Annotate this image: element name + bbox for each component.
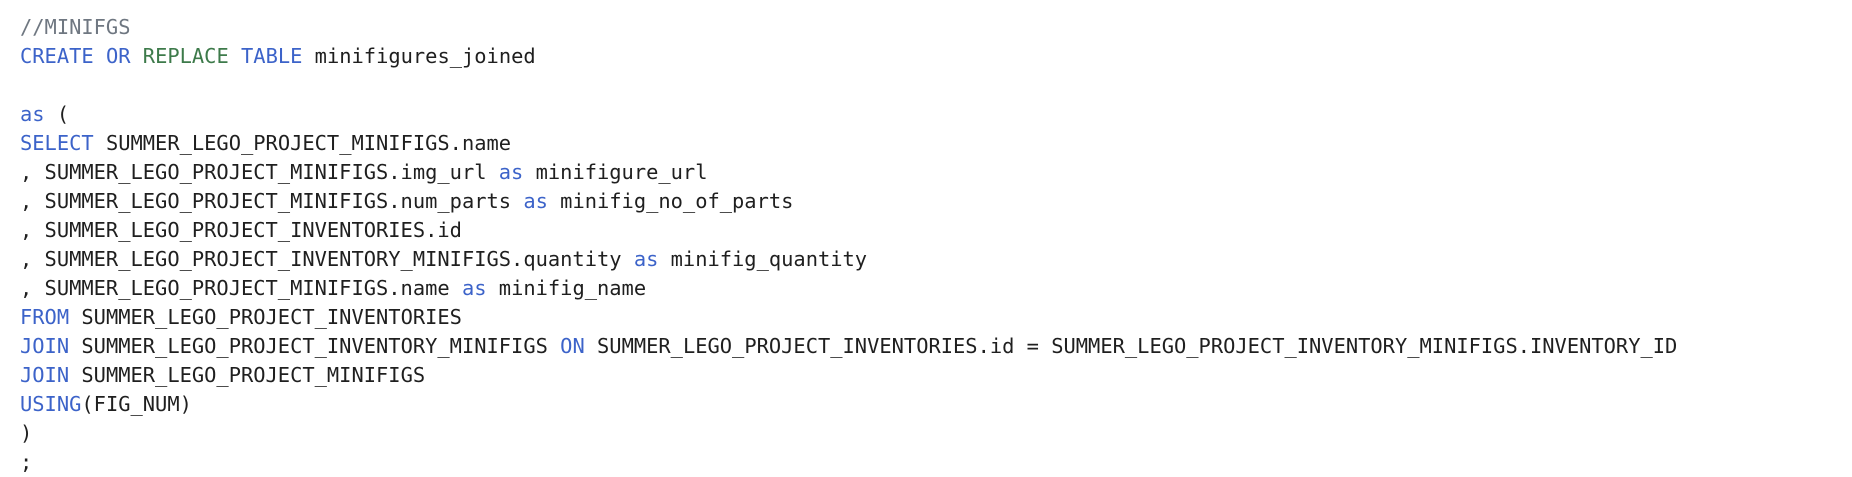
code-token-text: minifig_name	[486, 276, 647, 300]
code-line[interactable]: as (	[20, 100, 1852, 129]
code-token-text: (FIG_NUM)	[81, 392, 192, 416]
code-line[interactable]: SELECT SUMMER_LEGO_PROJECT_MINIFIGS.name	[20, 129, 1852, 158]
code-token-text: , SUMMER_LEGO_PROJECT_INVENTORIES.id	[20, 218, 462, 242]
code-token-text: minifigures_joined	[302, 44, 536, 68]
code-token-text: , SUMMER_LEGO_PROJECT_MINIFIGS.img_url	[20, 160, 499, 184]
code-line[interactable]: CREATE OR REPLACE TABLE minifigures_join…	[20, 42, 1852, 71]
code-token-text: , SUMMER_LEGO_PROJECT_MINIFIGS.name	[20, 276, 462, 300]
code-token-keyword: as	[523, 189, 548, 213]
code-token-text	[229, 44, 241, 68]
code-token-keyword: SELECT	[20, 131, 94, 155]
code-line[interactable]: //MINIFGS	[20, 13, 1852, 42]
code-line[interactable]: , SUMMER_LEGO_PROJECT_MINIFIGS.num_parts…	[20, 187, 1852, 216]
code-token-text: )	[20, 421, 33, 445]
code-line[interactable]: JOIN SUMMER_LEGO_PROJECT_MINIFIGS	[20, 361, 1852, 390]
code-line[interactable]: , SUMMER_LEGO_PROJECT_MINIFIGS.img_url a…	[20, 158, 1852, 187]
code-token-keyword: ON	[560, 334, 585, 358]
code-line[interactable]: , SUMMER_LEGO_PROJECT_MINIFIGS.name as m…	[20, 274, 1852, 303]
code-token-text	[94, 44, 106, 68]
code-token-text: SUMMER_LEGO_PROJECT_INVENTORY_MINIFIGS	[69, 334, 561, 358]
code-token-text: minifig_quantity	[658, 247, 868, 271]
code-line[interactable]: ​	[20, 71, 1852, 100]
code-token-text: SUMMER_LEGO_PROJECT_INVENTORIES	[69, 305, 462, 329]
code-line[interactable]: USING(FIG_NUM)	[20, 390, 1852, 419]
code-line[interactable]: , SUMMER_LEGO_PROJECT_INVENTORY_MINIFIGS…	[20, 245, 1852, 274]
code-token-keyword: USING	[20, 392, 82, 416]
code-token-keyword: TABLE	[241, 44, 303, 68]
code-line[interactable]: ;	[20, 448, 1852, 477]
code-token-keyword: FROM	[20, 305, 70, 329]
code-token-text	[131, 44, 143, 68]
code-token-keyword: as	[461, 276, 487, 300]
code-line[interactable]: JOIN SUMMER_LEGO_PROJECT_INVENTORY_MINIF…	[20, 332, 1852, 361]
code-token-keyword: as	[633, 247, 659, 271]
code-line[interactable]: , SUMMER_LEGO_PROJECT_INVENTORIES.id	[20, 216, 1852, 245]
code-token-text: SUMMER_LEGO_PROJECT_INVENTORIES.id = SUM…	[584, 334, 1678, 358]
code-token-text: , SUMMER_LEGO_PROJECT_MINIFIGS.num_parts	[20, 189, 524, 213]
code-token-keyword: CREATE	[20, 44, 94, 68]
code-token-comment: //MINIFGS	[20, 15, 131, 39]
code-token-text: minifig_no_of_parts	[547, 189, 794, 213]
code-line[interactable]: FROM SUMMER_LEGO_PROJECT_INVENTORIES	[20, 303, 1852, 332]
code-token-text: SUMMER_LEGO_PROJECT_MINIFIGS	[69, 363, 426, 387]
code-token-keyword: as	[20, 102, 45, 126]
code-token-text: (	[44, 102, 70, 126]
code-token-text: minifigure_url	[523, 160, 708, 184]
code-token-keyword: JOIN	[20, 334, 70, 358]
code-token-text: , SUMMER_LEGO_PROJECT_INVENTORY_MINIFIGS…	[20, 247, 634, 271]
code-token-function: REPLACE	[142, 44, 229, 68]
code-token-text: ;	[20, 450, 33, 474]
code-token-text: SUMMER_LEGO_PROJECT_MINIFIGS.name	[93, 131, 512, 155]
code-token-keyword: OR	[105, 44, 131, 68]
code-token-keyword: as	[498, 160, 524, 184]
code-line[interactable]: )	[20, 419, 1852, 448]
code-token-keyword: JOIN	[20, 363, 70, 387]
